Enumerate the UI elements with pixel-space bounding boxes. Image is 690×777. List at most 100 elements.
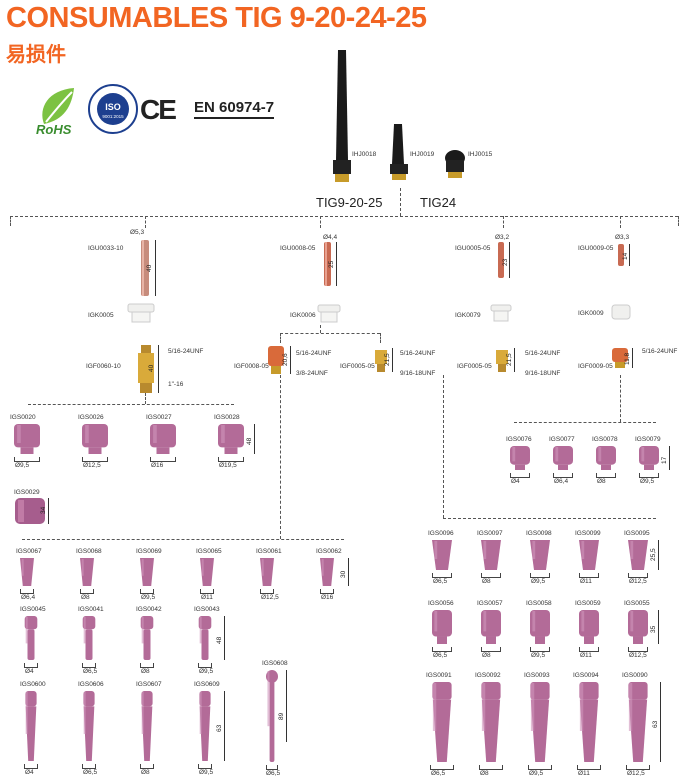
dimension-line <box>286 670 287 742</box>
nozzle-diameter: Ø9,5 <box>199 668 214 675</box>
nozzle-icon <box>266 670 278 762</box>
nozzle-code: IGS0091 <box>426 672 452 679</box>
diameter-ruler <box>528 765 552 770</box>
nozzle-code: IGS0029 <box>14 489 40 496</box>
nozzle-diameter: Ø6,5 <box>431 770 446 777</box>
nozzle-diameter: Ø6,4 <box>21 594 36 601</box>
diameter-ruler <box>200 589 214 594</box>
nozzle-code: IGS0606 <box>78 681 104 688</box>
collet-icon <box>618 244 624 266</box>
insulator-icon <box>127 303 155 323</box>
diameter-ruler <box>266 765 278 770</box>
nozzle-diameter: Ø9,5 <box>15 462 30 469</box>
dimension-line <box>48 498 49 524</box>
nozzle-code: IGS0041 <box>78 606 104 613</box>
diameter-ruler <box>481 647 501 652</box>
nozzle-length: 63 <box>216 724 223 732</box>
dimension-line <box>224 616 225 660</box>
dimension-line <box>629 244 630 266</box>
nozzle-icon <box>432 540 452 570</box>
collet-body-icon <box>375 350 387 372</box>
body-length: 11,8 <box>624 352 631 365</box>
nozzle-icon <box>140 558 154 586</box>
tree-drop <box>320 216 321 228</box>
ce-mark: CE <box>140 94 177 125</box>
nozzle-diameter: Ø4 <box>511 478 520 485</box>
diameter-ruler <box>80 589 94 594</box>
nozzle-icon <box>596 446 616 470</box>
nozzle-code: IGS0057 <box>477 600 503 607</box>
nozzle-code: IGS0042 <box>136 606 162 613</box>
diameter-ruler <box>628 573 648 578</box>
collet-length: 23 <box>502 258 509 266</box>
body-code: IGF0009-05 <box>578 363 613 370</box>
nozzle-diameter: Ø8 <box>597 478 606 485</box>
diameter-ruler <box>579 647 599 652</box>
diameter-ruler <box>628 647 648 652</box>
diameter-ruler <box>260 589 274 594</box>
nozzle-icon <box>140 616 154 660</box>
nozzle-diameter: Ø8 <box>482 652 491 659</box>
dimension-line <box>155 240 156 296</box>
diameter-ruler <box>198 764 212 769</box>
diameter-ruler <box>639 473 659 478</box>
diameter-ruler <box>140 663 154 668</box>
nozzle-code: IGS0027 <box>146 414 172 421</box>
nozzle-code: IGS0062 <box>316 548 342 555</box>
collet-diameter: Ø5,3 <box>130 229 145 236</box>
nozzle-icon <box>150 424 176 454</box>
nozzle-icon <box>25 691 37 761</box>
diameter-ruler <box>596 473 616 478</box>
nozzle-code: IGS0078 <box>592 436 618 443</box>
collet-code: IGU0009-05 <box>578 245 614 252</box>
nozzle-diameter: Ø9,5 <box>640 478 655 485</box>
nozzle-diameter: Ø12,5 <box>629 652 647 659</box>
nozzle-code: IGS0059 <box>575 600 601 607</box>
nozzle-length: 89 <box>278 712 285 720</box>
nozzle-icon <box>579 540 599 570</box>
diameter-ruler <box>140 764 154 769</box>
tree-drop <box>280 375 281 539</box>
nozzle-code: IGS0097 <box>477 530 503 537</box>
body-a-length: 20,6 <box>282 353 289 366</box>
nozzle-code: IGS0076 <box>506 436 532 443</box>
collet-code: IGU0033-10 <box>88 245 124 252</box>
nozzle-diameter: Ø11 <box>578 770 590 777</box>
nozzle-code: IGS0092 <box>475 672 501 679</box>
nozzle-icon <box>432 610 452 644</box>
page-subtitle: 易损件 <box>6 42 66 66</box>
insulator-code: IGK0005 <box>88 312 114 319</box>
nozzle-code: IGS0067 <box>16 548 42 555</box>
iso-text: ISO <box>105 102 121 112</box>
nozzle-code: IGS0058 <box>526 600 552 607</box>
dimension-line <box>509 242 510 278</box>
body-a-thread-2: 3/8-24UNF <box>296 370 328 377</box>
dimension-line <box>254 424 255 454</box>
nozzle-diameter: Ø12,5 <box>627 770 645 777</box>
nozzle-length: 63 <box>652 720 659 728</box>
diameter-ruler <box>82 457 108 462</box>
connector-line <box>400 188 401 216</box>
nozzle-length: 35 <box>650 625 657 633</box>
dimension-line <box>224 691 225 761</box>
nozzle-diameter: Ø11 <box>580 578 592 585</box>
diameter-ruler <box>430 765 454 770</box>
nozzle-diameter: Ø8 <box>480 770 489 777</box>
nozzle-code: IGS0026 <box>78 414 104 421</box>
nozzle-code: IGS0079 <box>635 436 661 443</box>
nozzle-diameter: Ø6,5 <box>433 578 448 585</box>
nozzle-icon <box>530 610 550 644</box>
diameter-ruler <box>24 663 38 668</box>
nozzle-diameter: Ø6,4 <box>554 478 569 485</box>
nozzle-diameter: Ø12,5 <box>629 578 647 585</box>
nozzle-length: 25,5 <box>650 548 657 561</box>
body-a-thread-1: 5/16-24UNF <box>296 350 332 357</box>
tree-main-line <box>10 216 678 217</box>
insulator-code: IGK0079 <box>455 312 481 319</box>
nozzle-code: IGS0055 <box>624 600 650 607</box>
nozzle-length: 48 <box>216 636 223 644</box>
nozzle-code: IGS0608 <box>262 660 288 667</box>
nozzle-icon <box>320 558 334 586</box>
iso-certified-icon: ISO 9001:2015 <box>88 84 138 134</box>
body-code: IGF0005-05 <box>457 363 492 370</box>
